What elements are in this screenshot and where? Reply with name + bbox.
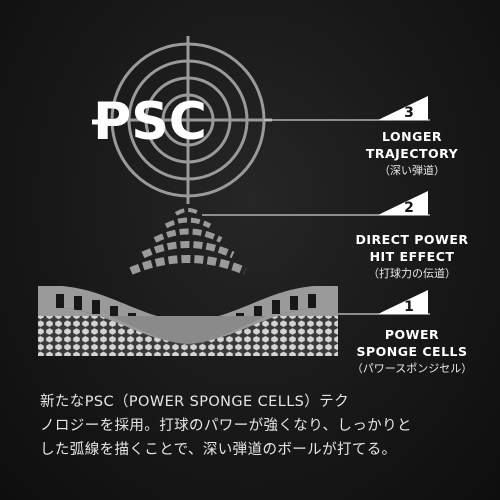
power-waves-icon (129, 208, 247, 275)
description-line: ノロジーを採用。打球のパワーが強くなり、しっかりと (40, 418, 412, 434)
psc-logo: PSC (93, 92, 207, 152)
step-3-badge: 3 (378, 96, 428, 121)
svg-text:1: 1 (404, 299, 414, 315)
callout-title: HIT EFFECT (369, 249, 455, 264)
callout-subtitle: （パワースポンジセル） (351, 362, 473, 375)
step-1-badge: 1 (378, 290, 428, 315)
callout-title: TRAJECTORY (365, 146, 459, 161)
step-2-badge: 2 (378, 191, 428, 216)
description-line: した弧線を描くことで、深い弾道のボールが打てる。 (40, 442, 397, 458)
callout-subtitle: （深い弾道） (379, 164, 445, 177)
callout-title: LONGER (381, 129, 443, 144)
callout-subtitle: （打球力の伝道） (368, 267, 456, 280)
svg-text:3: 3 (404, 105, 414, 121)
callout-title: DIRECT POWER (355, 232, 469, 247)
callout-power-sponge: POWER SPONGE CELLS （パワースポンジセル） (327, 326, 497, 377)
compression-shade (110, 316, 266, 346)
svg-text:2: 2 (404, 200, 414, 216)
description-text: 新たなPSC（POWER SPONGE CELLS）テク ノロジーを採用。打球の… (40, 390, 480, 462)
callout-longer-trajectory: LONGER TRAJECTORY （深い弾道） (327, 128, 497, 179)
target-icon (104, 36, 272, 204)
callout-title: POWER (384, 327, 440, 342)
callout-direct-power: DIRECT POWER HIT EFFECT （打球力の伝道） (327, 231, 497, 282)
description-line: 新たなPSC（POWER SPONGE CELLS）テク (40, 394, 349, 410)
callout-title: SPONGE CELLS (356, 344, 468, 359)
sheet-edge (38, 308, 338, 344)
